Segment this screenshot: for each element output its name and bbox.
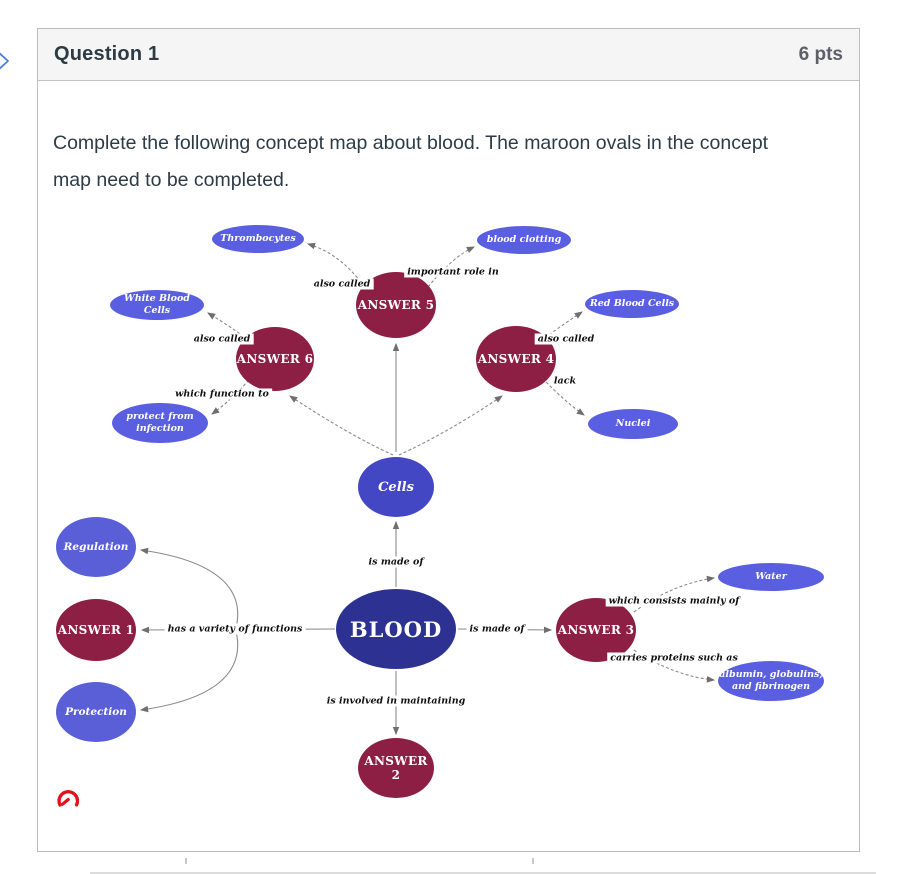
chevron-right-icon[interactable] bbox=[0, 48, 10, 76]
tick-mark bbox=[185, 858, 187, 864]
gauge-icon bbox=[57, 790, 80, 807]
question-points: 6 pts bbox=[798, 43, 843, 65]
question-title: Question 1 bbox=[54, 43, 160, 65]
question-text: Complete the following concept map about… bbox=[53, 132, 769, 191]
tick-mark bbox=[532, 858, 534, 864]
question-header: Question 1 6 pts bbox=[38, 29, 859, 81]
question-card: Question 1 6 pts Complete the following … bbox=[37, 28, 876, 874]
